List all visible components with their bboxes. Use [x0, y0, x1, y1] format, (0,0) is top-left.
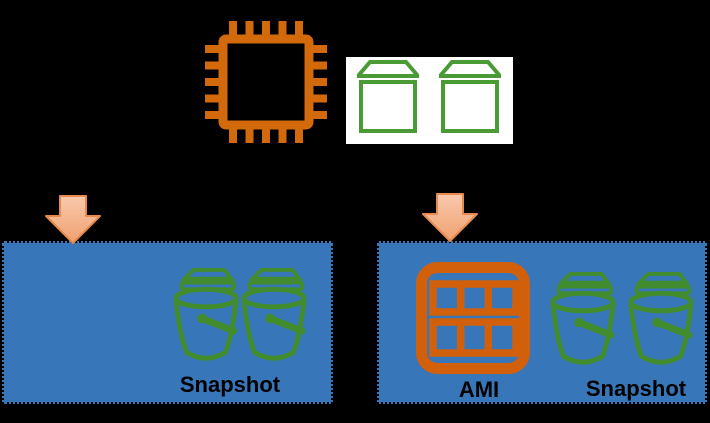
ami-grid-icon: [416, 262, 530, 374]
snapshot-bucket-icon: [241, 268, 307, 361]
snapshots-box: Snapshot: [2, 241, 333, 404]
down-arrow-icon: [422, 193, 478, 242]
snapshot-bucket-icon: [628, 272, 694, 365]
snapshot-bucket-icon: [173, 268, 239, 361]
ami-label: AMI: [458, 377, 500, 402]
storage-volume-icon: [439, 60, 501, 133]
storage-volume-icon: [357, 60, 419, 133]
ami-box: AMI Snapshot: [377, 241, 707, 404]
down-arrow-icon: [45, 195, 101, 244]
snapshot-label: Snapshot: [585, 376, 687, 401]
cpu-chip-icon: [205, 21, 327, 143]
snapshot-bucket-icon: [550, 272, 616, 365]
snapshot-label: Snapshot: [179, 372, 281, 397]
